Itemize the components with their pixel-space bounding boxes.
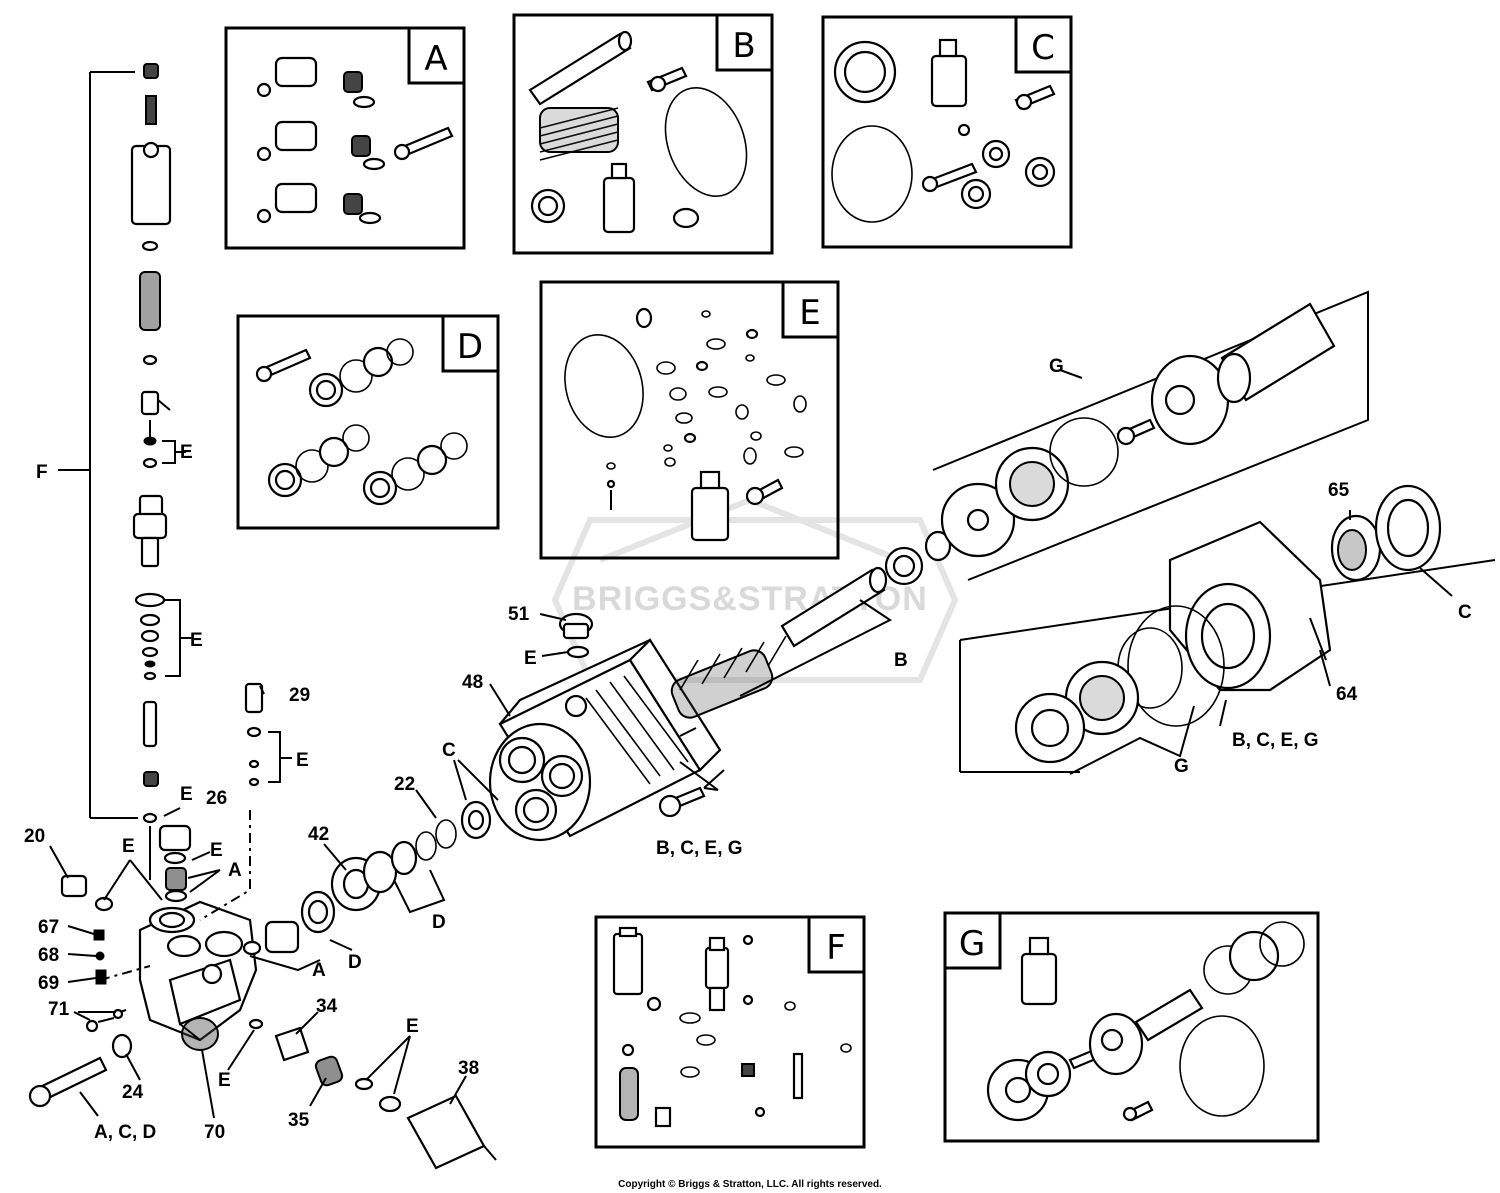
- kit-b-parts: [528, 30, 748, 234]
- callout-20: 20: [24, 826, 45, 847]
- kit-f-parts: [612, 926, 852, 1128]
- copyright-notice: Copyright © Briggs & Stratton, LLC. All …: [618, 1179, 882, 1190]
- callout-g-top: G: [1049, 356, 1064, 377]
- callout-64: 64: [1336, 684, 1358, 705]
- callout-bceg-bolt: B, C, E, G: [656, 838, 743, 859]
- callout-67: 67: [38, 917, 59, 938]
- kit-label-a: A: [424, 39, 447, 79]
- callout-24: 24: [122, 1082, 144, 1103]
- callout-f: F: [36, 462, 48, 483]
- g-upper-assembly: [932, 290, 1369, 581]
- callout-26: 26: [206, 788, 227, 809]
- callout-38: 38: [458, 1058, 479, 1079]
- kit-box-d: D: [236, 314, 500, 530]
- callout-e-29: E: [296, 750, 309, 771]
- callout-69: 69: [38, 973, 59, 994]
- callout-acd: A, C, D: [94, 1122, 156, 1143]
- kit-label-g: G: [959, 924, 985, 964]
- kit-label-e: E: [799, 293, 820, 333]
- callout-e-35: E: [406, 1016, 419, 1037]
- kit-a-parts: [256, 56, 454, 225]
- callout-65: 65: [1328, 480, 1350, 501]
- kit-label-b: B: [732, 26, 755, 66]
- kit-box-f: F: [594, 915, 866, 1149]
- kit-d-parts: [255, 338, 468, 506]
- callout-42: 42: [308, 824, 329, 845]
- callout-bceg-right: B, C, E, G: [1232, 730, 1319, 751]
- kit-box-b: B: [512, 13, 774, 255]
- callout-e-f1: E: [180, 442, 193, 463]
- callout-a-valve: A: [312, 960, 326, 981]
- bracket-f: [89, 71, 138, 819]
- callout-e-26: E: [210, 840, 223, 861]
- kit-label-c: C: [1031, 28, 1055, 68]
- callout-b-rod: B: [894, 650, 908, 671]
- callout-e-51: E: [524, 648, 537, 669]
- callout-68: 68: [38, 945, 59, 966]
- callout-e-f3: E: [180, 784, 193, 805]
- unloader-valve-stack: [58, 63, 192, 880]
- callout-e-manifold: E: [218, 1070, 231, 1091]
- callout-34: 34: [316, 996, 338, 1017]
- kit-g-parts: [986, 921, 1305, 1122]
- callout-c-bearing: C: [442, 740, 456, 761]
- callout-d-lower: D: [432, 912, 446, 933]
- kit-label-f: F: [826, 928, 846, 968]
- callout-29: 29: [289, 685, 310, 706]
- callout-d-packing: D: [348, 952, 362, 973]
- kit-label-d: D: [457, 327, 483, 367]
- kit-box-a: A: [224, 26, 466, 250]
- callout-51: 51: [508, 604, 530, 625]
- callout-35: 35: [288, 1110, 310, 1131]
- kit-box-g: G: [943, 911, 1320, 1143]
- kit-box-e: E: [539, 280, 840, 560]
- callout-22: 22: [394, 774, 415, 795]
- callout-a-26: A: [228, 860, 242, 881]
- callout-71: 71: [48, 999, 70, 1020]
- callout-70: 70: [204, 1122, 225, 1143]
- callout-e-20: E: [122, 836, 135, 857]
- pump-head: [488, 612, 722, 842]
- callout-g-lower: G: [1174, 756, 1189, 777]
- callout-48: 48: [462, 672, 483, 693]
- leader-lines: [49, 510, 1453, 1119]
- manifold-small-parts: [28, 682, 497, 1170]
- kit-c-parts: [831, 38, 1056, 223]
- kit-box-c: C: [821, 15, 1073, 249]
- callout-c-seal: C: [1458, 602, 1472, 623]
- valve-packing-chain: [242, 797, 507, 956]
- crankcase: [959, 484, 1496, 773]
- kit-e-parts: [564, 307, 807, 542]
- plunger-spring-rod: [670, 530, 952, 719]
- callout-e-f2: E: [190, 630, 203, 651]
- callout-labels: F G G B C 65 64 B, C, E, G B, C, E, G 51…: [24, 356, 1472, 1143]
- manifold-assembly: [138, 900, 258, 1051]
